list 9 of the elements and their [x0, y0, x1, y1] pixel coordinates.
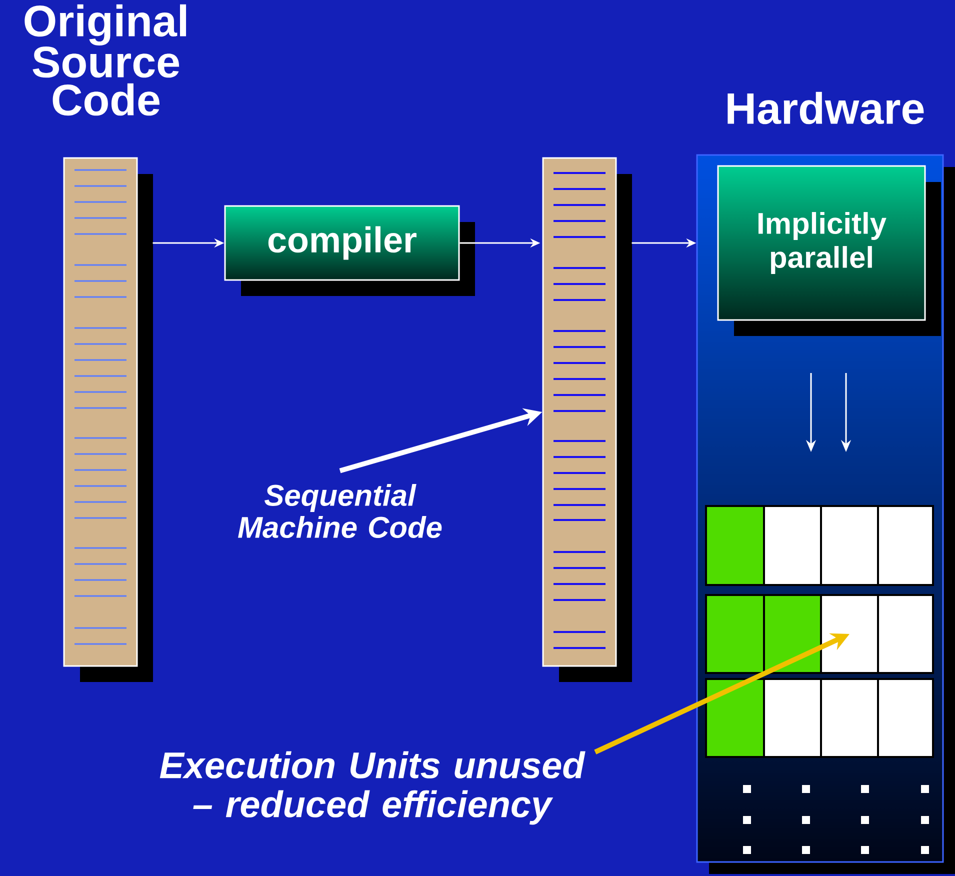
heading: Original Source Code [24, 4, 186, 116]
callout-text: Sequential Machine Code [238, 484, 442, 538]
process-box: Implicitly parallel [717, 165, 941, 336]
heading: Hardware [728, 92, 924, 124]
code-listing-strip [542, 157, 632, 682]
callout-text: Execution Units unused – reduced efficiency [160, 751, 586, 825]
execution-unit [820, 594, 879, 674]
process-box: compiler [224, 205, 475, 296]
code-listing-strip [63, 157, 153, 682]
